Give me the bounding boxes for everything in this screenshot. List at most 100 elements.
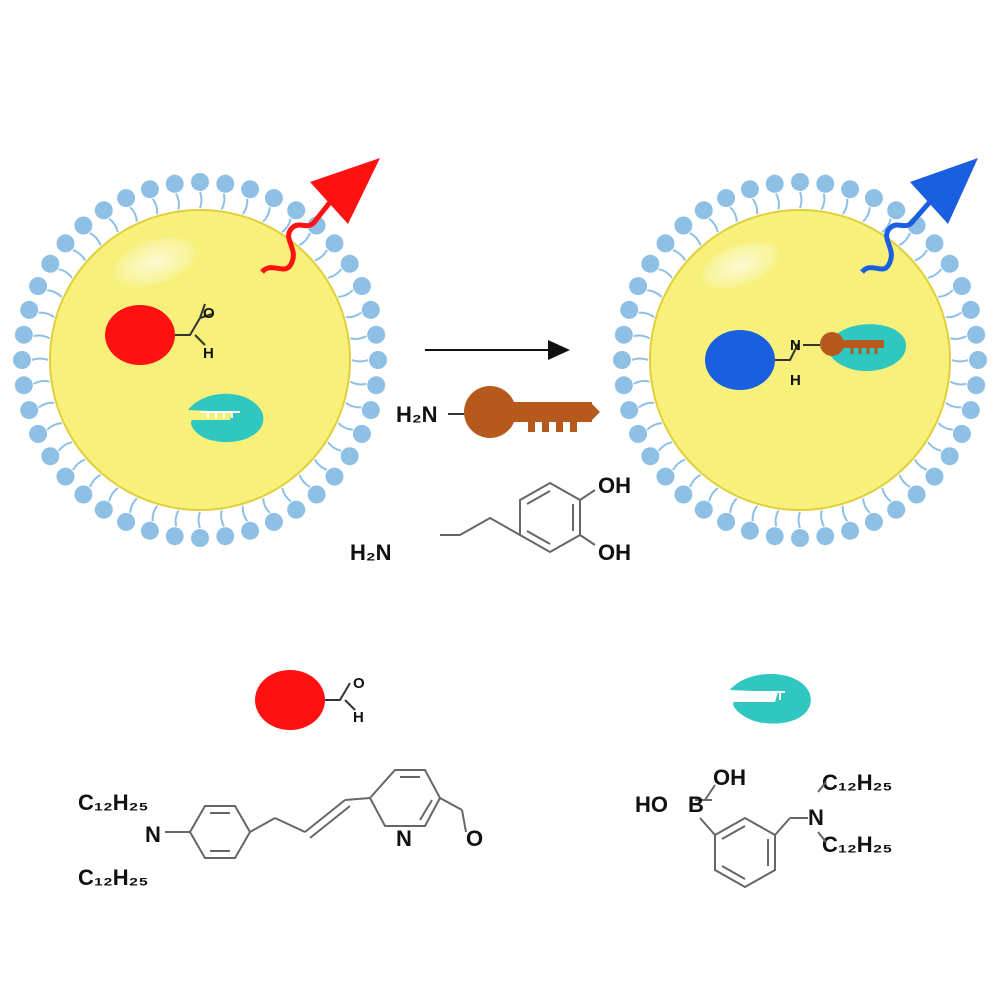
lipid-tail	[820, 193, 826, 210]
lipid-tail	[151, 198, 159, 215]
lipid-head	[264, 512, 283, 531]
amine-key: H₂N	[396, 386, 600, 438]
legend-aldehyde-O: O	[353, 675, 365, 692]
lipid-head	[613, 351, 631, 369]
lipid-tail	[797, 511, 801, 529]
lipid-head	[674, 485, 693, 504]
lipid-tail	[658, 268, 673, 279]
lipid-tail	[327, 441, 342, 452]
legend-red-blob	[255, 670, 325, 730]
lipid-bilayer-right	[613, 173, 987, 547]
lipid-head	[864, 512, 883, 531]
lipid-tail	[657, 441, 673, 452]
lipid-tail	[938, 289, 954, 298]
lipid-tail	[646, 422, 662, 431]
lipid-head	[961, 300, 980, 319]
gloss-highlight-left	[114, 237, 196, 287]
lipid-head	[940, 254, 959, 273]
lipid-head	[165, 174, 184, 193]
lipid-head	[614, 325, 633, 344]
lipid-head	[264, 189, 283, 208]
lipid-tail	[631, 357, 649, 361]
lipid-head	[140, 521, 159, 540]
lipid-tail	[350, 380, 367, 386]
lipid-head	[74, 485, 93, 504]
lipid-head	[191, 529, 209, 547]
lipid-tail	[345, 401, 362, 409]
lipid-head	[641, 447, 660, 466]
lipid-head	[952, 277, 971, 296]
red-probe-blob	[105, 305, 175, 365]
probe-pyridine-N: N	[396, 826, 412, 851]
lipid-head	[961, 401, 980, 420]
lipid-head	[29, 424, 48, 443]
lipid-tail	[945, 401, 962, 409]
lipid-tail	[775, 193, 780, 210]
lipid-tail	[197, 511, 201, 529]
lipid-head	[41, 447, 60, 466]
lipid-tail	[57, 441, 73, 452]
lipid-head	[816, 174, 835, 193]
lipid-head	[56, 467, 75, 486]
lipid-head	[340, 447, 359, 466]
lipid-tail	[914, 458, 928, 471]
lipid-head	[14, 325, 33, 344]
lipid-head	[74, 216, 93, 235]
lipid-tail	[927, 441, 942, 452]
lipid-tail	[199, 191, 203, 209]
lipid-tail	[58, 268, 73, 279]
key-icon	[464, 386, 516, 438]
lipid-head	[656, 467, 675, 486]
lipid-head	[841, 180, 860, 199]
lipid-head	[361, 300, 380, 319]
lipid-tail	[314, 458, 328, 471]
lipid-head	[674, 216, 693, 235]
lipid-head	[20, 401, 39, 420]
lipid-head	[165, 527, 184, 546]
lipid-tail	[751, 505, 759, 522]
lipid-head	[241, 521, 260, 540]
lipid-tail	[314, 249, 328, 262]
lipid-head	[816, 527, 835, 546]
lipid-tail	[129, 206, 138, 222]
lipid-tail	[33, 334, 50, 340]
lipid-tail	[633, 334, 650, 340]
legend-teal-blob	[730, 673, 811, 724]
lipid-tail	[338, 289, 354, 298]
lipid-tail	[841, 505, 849, 522]
lipid-tail	[72, 458, 86, 471]
probe-C12-top: C₁₂H₂₅	[78, 790, 149, 815]
lipid-tail	[108, 217, 119, 233]
lipid-head	[367, 376, 386, 395]
lipid-head	[241, 180, 260, 199]
lipid-tail	[647, 289, 663, 298]
lipid-head	[140, 180, 159, 199]
lipid-head	[629, 424, 648, 443]
probe-C12-bottom: C₁₂H₂₅	[78, 865, 149, 890]
lipid-head	[791, 173, 809, 191]
lipid-head	[841, 521, 860, 540]
lipid-tail	[841, 198, 849, 215]
lipid-head	[694, 500, 713, 519]
key-shaft	[512, 402, 592, 422]
lipid-tail	[46, 422, 62, 431]
lipid-tail	[351, 359, 369, 363]
blue-emission-wave	[860, 194, 937, 274]
lipid-tail	[945, 311, 962, 319]
lipid-head	[287, 201, 306, 220]
lipid-tail	[281, 487, 292, 503]
lipid-head	[369, 351, 387, 369]
red-emission-arrowhead	[310, 158, 380, 224]
boronic-HO: HO	[635, 792, 668, 817]
lipid-head	[629, 277, 648, 296]
blue-probe-blob	[705, 330, 775, 390]
lipid-tail	[327, 268, 343, 279]
lipid-tail	[262, 207, 271, 223]
lipid-tail	[174, 510, 180, 527]
lipid-tail	[633, 380, 650, 385]
lipid-tail	[881, 487, 892, 503]
imine-N-label: N	[790, 337, 801, 354]
lipid-head	[307, 485, 326, 504]
lipid-tail	[898, 474, 911, 488]
